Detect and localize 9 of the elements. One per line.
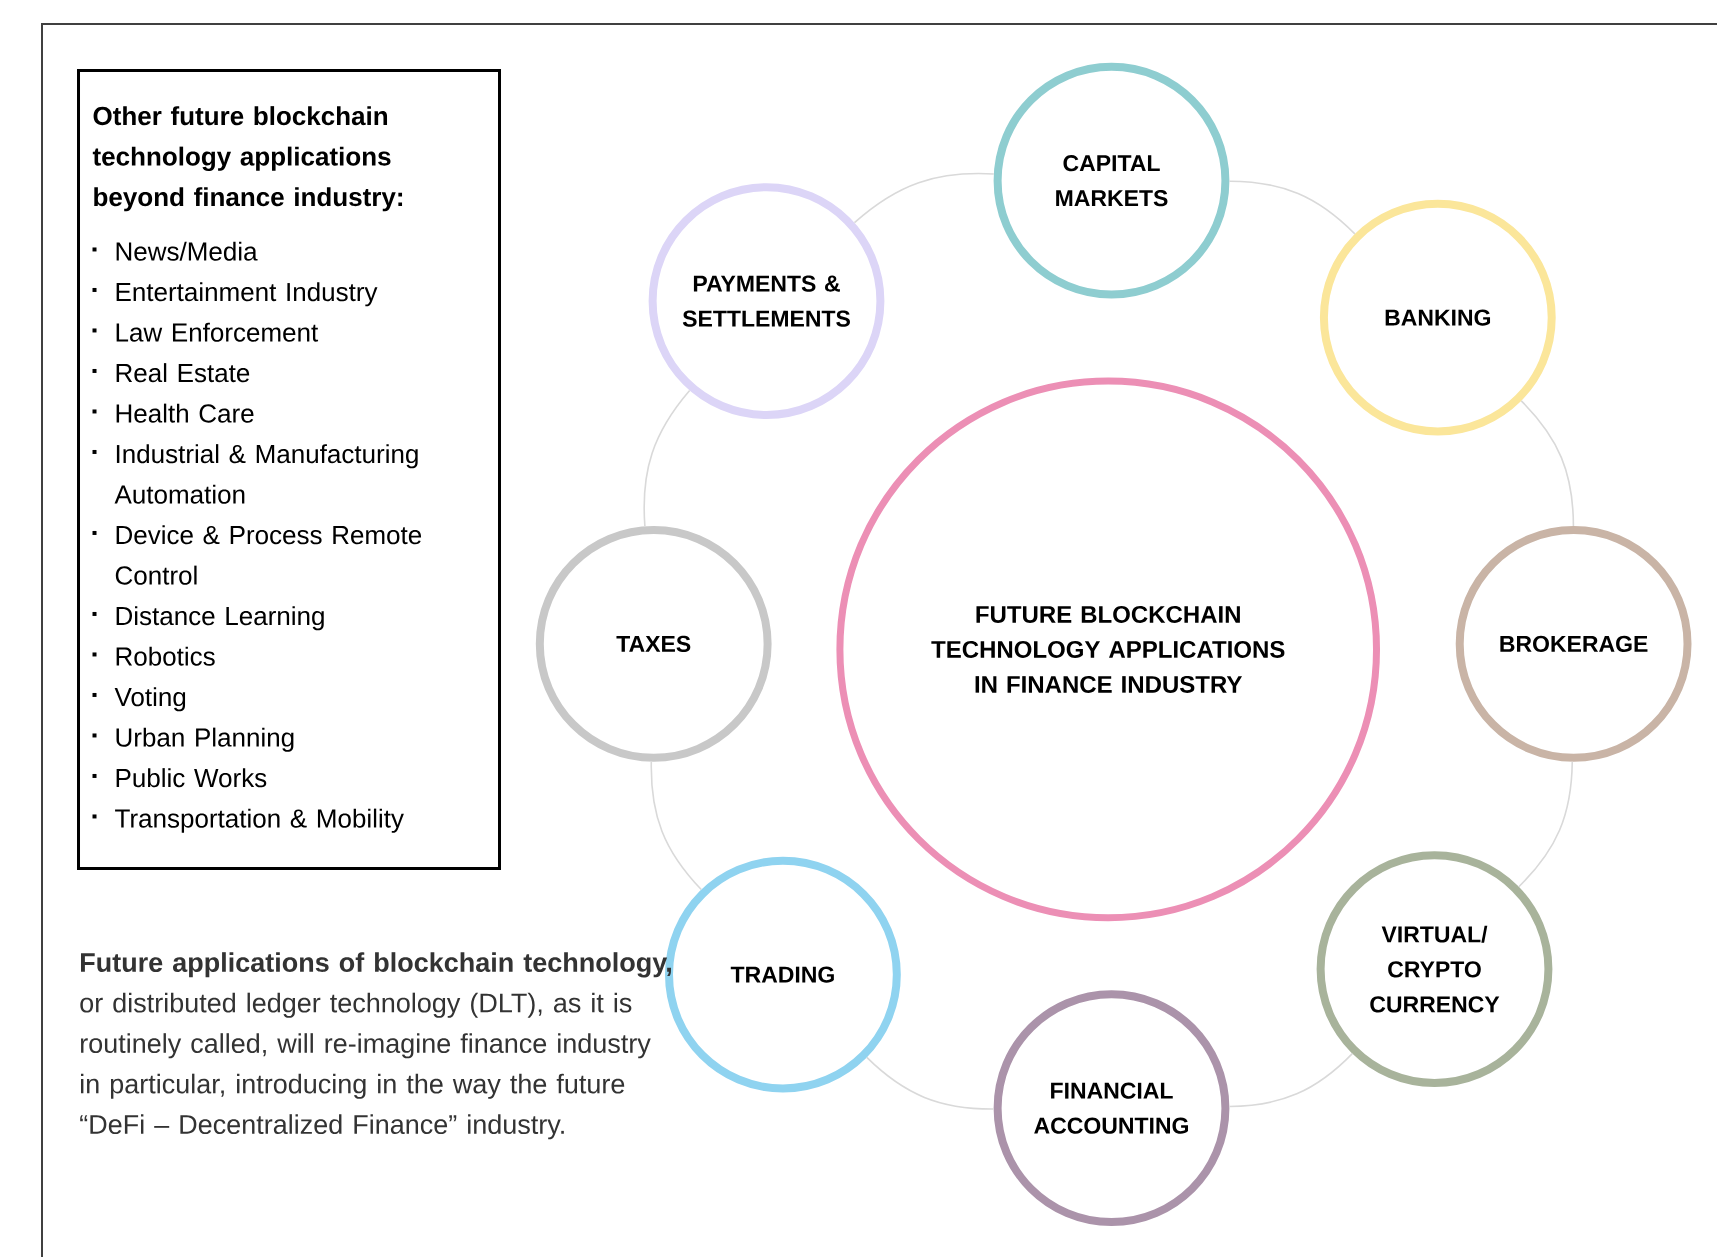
- ring-line: [650, 760, 703, 891]
- list-box: Other future blockchain technology applications beyond finance industry: News/Media Entertainment Industry Law Enforcement Real Estate Health Care Industrial & Manufacturing Automation Device & Process Remote Control Distance Learning Robotics Voting Urban Planning Public Works Transportation & Mobility: [77, 69, 501, 870]
- ring-line: [1228, 1052, 1354, 1108]
- ring-line: [1518, 761, 1574, 888]
- ring-line: [853, 172, 995, 224]
- ring-line: [643, 389, 691, 528]
- ring-line: [866, 1056, 995, 1110]
- ring-line: [1228, 180, 1356, 235]
- ring-line: [1520, 400, 1575, 527]
